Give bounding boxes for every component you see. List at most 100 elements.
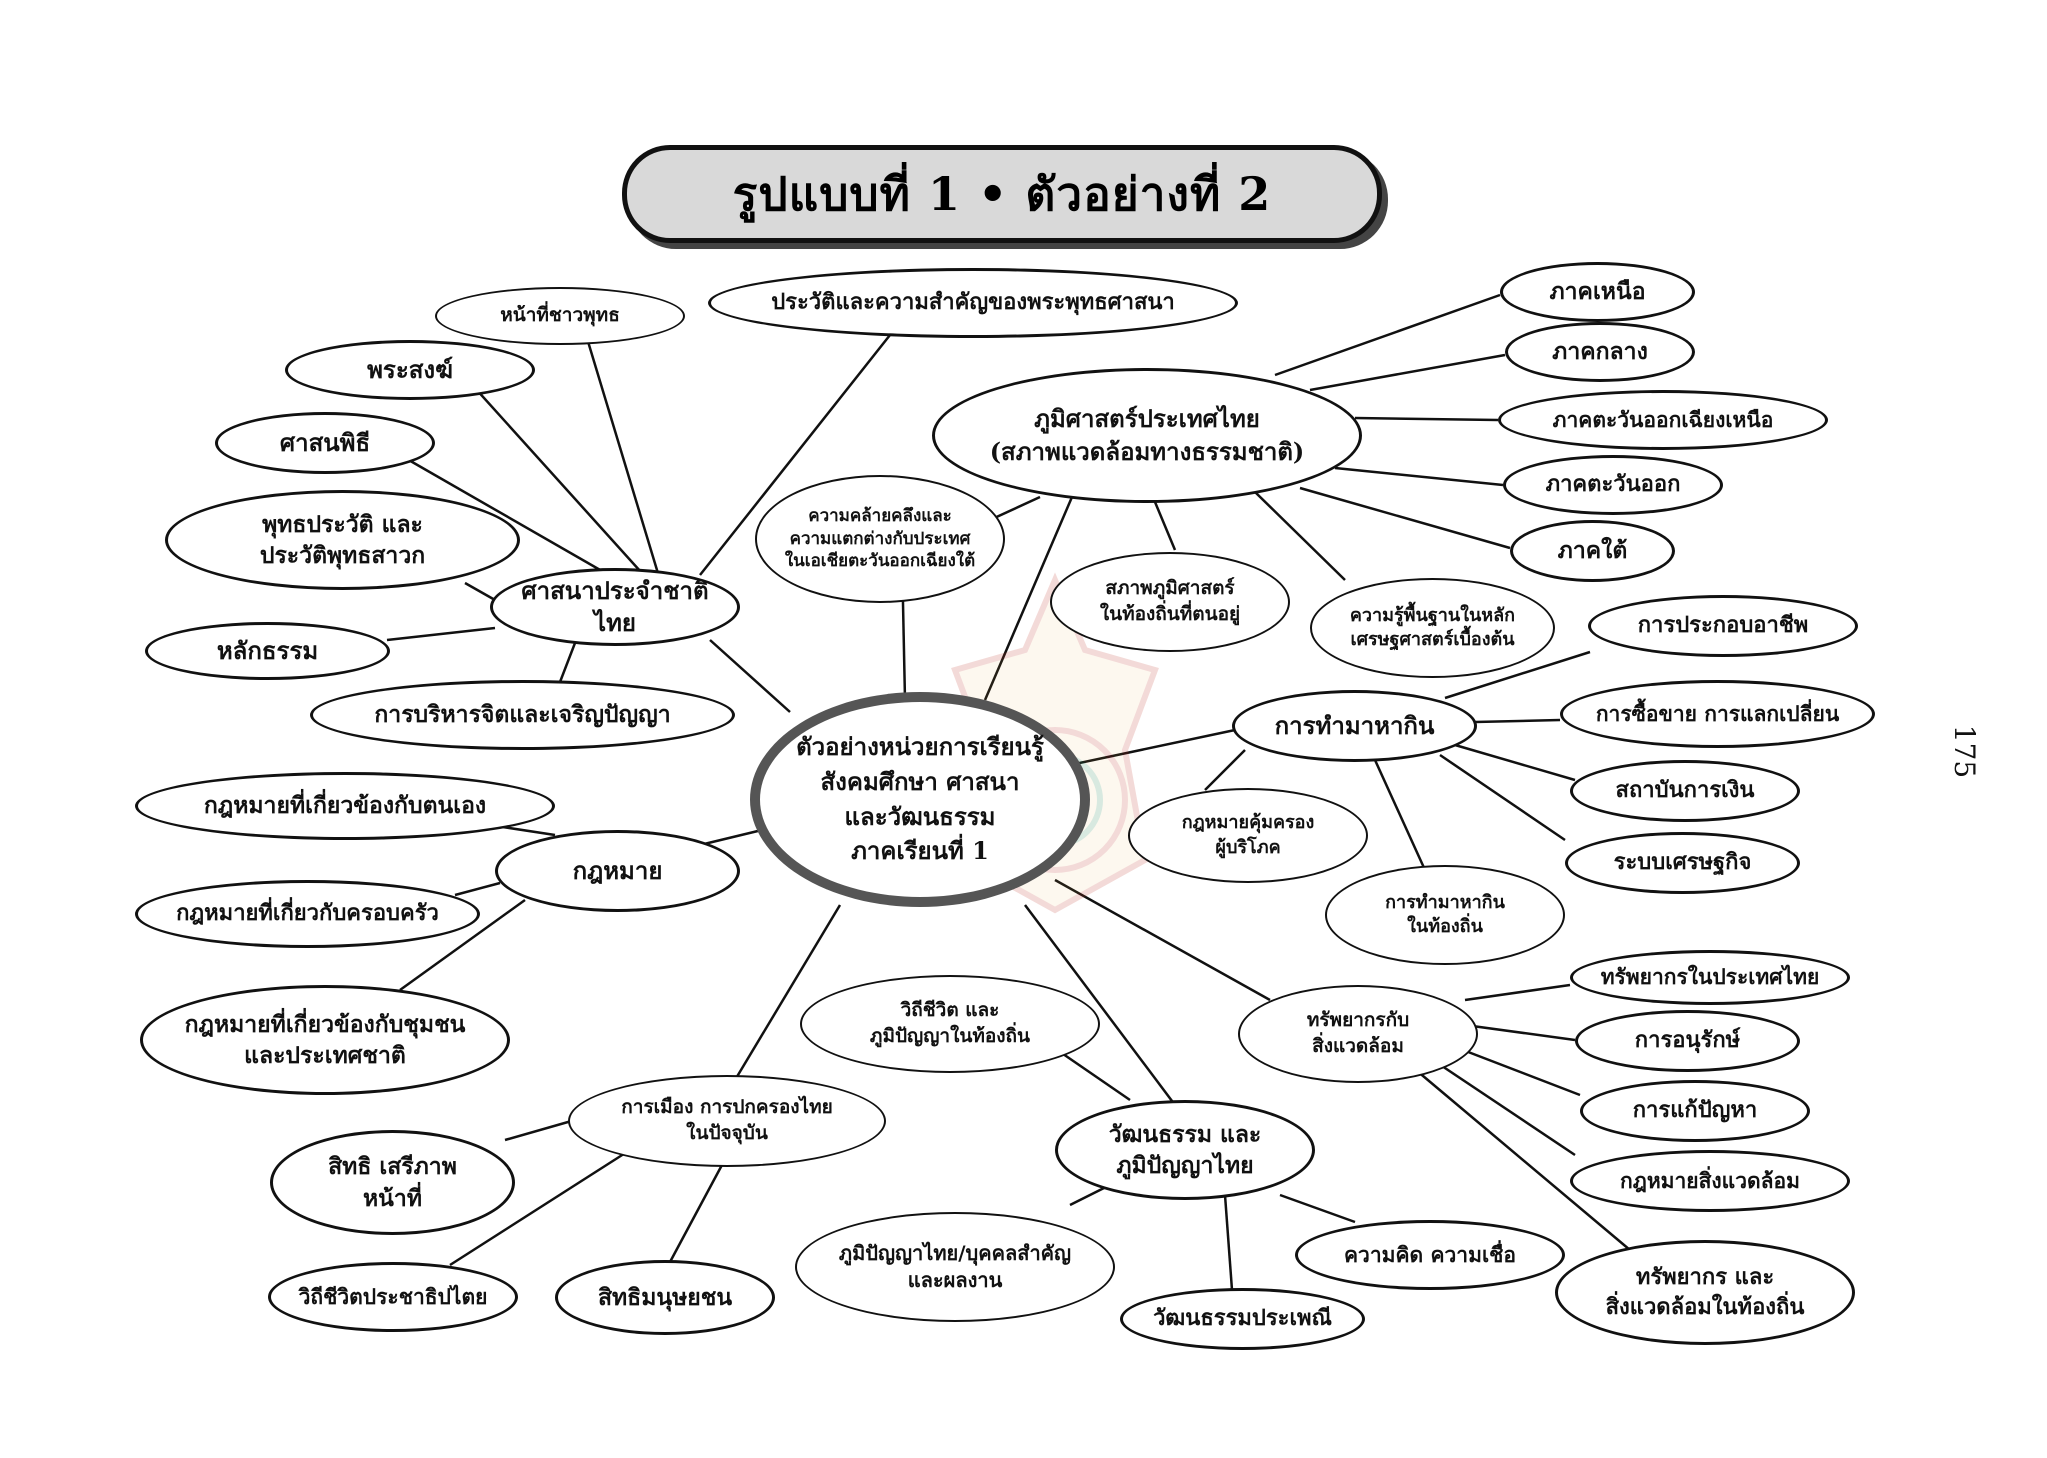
- branch-religion-label: ศาสนาประจำชาติไทย: [521, 575, 709, 637]
- node-financial-institutions-label: สถาบันการเงิน: [1615, 777, 1755, 804]
- diagram-title: รูปแบบที่ 1 • ตัวอย่างที่ 2: [622, 145, 1382, 243]
- node-buddha-biography-line-2: ประวัติพุทธสาวก: [259, 542, 426, 569]
- node-family-law-label: กฎหมายที่เกี่ยวกับครอบครัว: [176, 900, 439, 927]
- node-east-label: ภาคตะวันออก: [1545, 471, 1681, 498]
- node-northeast: ภาคตะวันออกเฉียงเหนือ: [1498, 390, 1828, 450]
- node-democratic-life: วิถีชีวิตประชาธิปไตย: [268, 1262, 518, 1332]
- center-line-3: และวัฒนธรรม: [844, 801, 996, 831]
- node-monks: พระสงฆ์: [285, 340, 535, 400]
- branch-geography-line-2: (สภาพแวดล้อมทางธรรมชาติ): [989, 436, 1305, 466]
- node-sea-comparison-line-2: ความแตกต่างกับประเทศ: [789, 528, 971, 549]
- node-occupation-label: การประกอบอาชีพ: [1637, 612, 1809, 639]
- node-north: ภาคเหนือ: [1500, 262, 1695, 322]
- node-economic-system: ระบบเศรษฐกิจ: [1565, 832, 1800, 894]
- node-occupation: การประกอบอาชีพ: [1588, 595, 1858, 657]
- branch-culture-line-1: วัฒนธรรม และ: [1108, 1120, 1262, 1148]
- node-beliefs-label: ความคิด ความเชื่อ: [1344, 1241, 1516, 1267]
- node-buddha-biography: พุทธประวัติ และ ประวัติพุทธสาวก: [165, 490, 520, 590]
- center-line-2: สังคมศึกษา ศาสนา: [820, 766, 1020, 796]
- center-line-4: ภาคเรียนที่ 1: [851, 836, 989, 866]
- node-economic-system-label: ระบบเศรษฐกิจ: [1613, 849, 1752, 876]
- node-problem-solving: การแก้ปัญหา: [1580, 1080, 1810, 1142]
- node-local-livelihood-line-2: ในท้องถิ่น: [1407, 916, 1483, 937]
- branch-livelihood-label: การทำมาหากิน: [1274, 710, 1435, 740]
- node-consumer-law: กฎหมายคุ้มครอง ผู้บริโภค: [1128, 788, 1368, 883]
- node-dhamma: หลักธรรม: [145, 622, 390, 680]
- node-local-livelihood: การทำมาหากิน ในท้องถิ่น: [1325, 865, 1565, 965]
- node-monks-label: พระสงฆ์: [367, 354, 453, 384]
- node-personal-law-label: กฎหมายที่เกี่ยวข้องกับตนเอง: [203, 792, 487, 820]
- node-human-rights-label: สิทธิมนุษยชน: [597, 1283, 733, 1311]
- branch-culture-line-2: ภูมิปัญญาไทย: [1116, 1152, 1254, 1179]
- node-traditions: วัฒนธรรมประเพณี: [1120, 1288, 1365, 1350]
- node-community-law-line-2: และประเทศชาติ: [244, 1042, 406, 1069]
- branch-geography-line-1: ภูมิศาสตร์ประเทศไทย: [1034, 404, 1260, 434]
- branch-geography: ภูมิศาสตร์ประเทศไทย (สภาพแวดล้อมทางธรรมช…: [932, 368, 1362, 503]
- node-buddhist-duties: หน้าที่ชาวพุทธ: [435, 287, 685, 345]
- node-south: ภาคใต้: [1510, 520, 1675, 582]
- node-local-wisdom-line-2: ภูมิปัญญาในท้องถิ่น: [869, 1025, 1031, 1047]
- title-text: รูปแบบที่ 1 • ตัวอย่างที่ 2: [732, 166, 1272, 221]
- node-environment-law: กฎหมายสิ่งแวดล้อม: [1570, 1150, 1850, 1212]
- node-local-geography-line-1: สภาพภูมิศาสตร์: [1105, 577, 1235, 600]
- node-central: ภาคกลาง: [1505, 322, 1695, 382]
- node-democratic-life-label: วิถีชีวิตประชาธิปไตย: [298, 1283, 488, 1309]
- node-meditation: การบริหารจิตและเจริญปัญญา: [310, 680, 735, 750]
- center-line-1: ตัวอย่างหน่วยการเรียนรู้: [796, 731, 1044, 761]
- node-sea-comparison-line-1: ความคล้ายคลึงและ: [808, 505, 952, 526]
- node-thai-wisdom-persons: ภูมิปัญญาไทย/บุคคลสำคัญ และผลงาน: [795, 1212, 1115, 1322]
- node-family-law: กฎหมายที่เกี่ยวกับครอบครัว: [135, 880, 480, 948]
- branch-resources: ทรัพยากรกับ สิ่งแวดล้อม: [1238, 985, 1478, 1083]
- node-meditation-label: การบริหารจิตและเจริญปัญญา: [374, 701, 671, 729]
- node-basic-economics: ความรู้พื้นฐานในหลัก เศรษฐศาสตร์เบื้องต้…: [1310, 578, 1555, 678]
- node-buddhism-history-label: ประวัติและความสำคัญของพระพุทธศาสนา: [771, 289, 1175, 316]
- node-trade-label: การซื้อขาย การแลกเปลี่ยน: [1595, 700, 1840, 726]
- node-beliefs: ความคิด ความเชื่อ: [1295, 1220, 1565, 1290]
- node-financial-institutions: สถาบันการเงิน: [1570, 760, 1800, 822]
- branch-livelihood: การทำมาหากิน: [1232, 690, 1477, 762]
- node-dhamma-label: หลักธรรม: [216, 635, 319, 665]
- node-local-geography: สภาพภูมิศาสตร์ ในท้องถิ่นที่ตนอยู่: [1050, 552, 1290, 652]
- node-rituals: ศาสนพิธี: [215, 412, 435, 474]
- node-human-rights: สิทธิมนุษยชน: [555, 1260, 775, 1335]
- node-south-label: ภาคใต้: [1557, 537, 1628, 565]
- page-number: 175: [1948, 724, 1982, 779]
- node-basic-economics-line-1: ความรู้พื้นฐานในหลัก: [1349, 604, 1516, 626]
- node-rituals-label: ศาสนพิธี: [279, 427, 371, 457]
- node-local-wisdom-line-1: วิถีชีวิต และ: [900, 999, 1000, 1022]
- node-rights-duties: สิทธิ เสรีภาพ หน้าที่: [270, 1130, 515, 1235]
- node-community-law-line-1: กฎหมายที่เกี่ยวข้องกับชุมชน: [184, 1010, 466, 1038]
- node-trade: การซื้อขาย การแลกเปลี่ยน: [1560, 680, 1875, 748]
- branch-resources-line-2: สิ่งแวดล้อม: [1312, 1035, 1404, 1057]
- node-consumer-law-line-1: กฎหมายคุ้มครอง: [1181, 812, 1315, 834]
- node-problem-solving-label: การแก้ปัญหา: [1632, 1097, 1758, 1124]
- node-buddhism-history: ประวัติและความสำคัญของพระพุทธศาสนา: [708, 268, 1238, 338]
- node-thai-resources-label: ทรัพยากรในประเทศไทย: [1600, 964, 1820, 990]
- node-consumer-law-line-2: ผู้บริโภค: [1215, 836, 1281, 858]
- node-thai-wisdom-persons-line-1: ภูมิปัญญาไทย/บุคคลสำคัญ: [838, 1241, 1072, 1265]
- node-sea-comparison: ความคล้ายคลึงและ ความแตกต่างกับประเทศ ใน…: [755, 475, 1005, 603]
- node-personal-law: กฎหมายที่เกี่ยวข้องกับตนเอง: [135, 772, 555, 840]
- branch-culture: วัฒนธรรม และ ภูมิปัญญาไทย: [1055, 1100, 1315, 1200]
- node-community-law: กฎหมายที่เกี่ยวข้องกับชุมชน และประเทศชาต…: [140, 985, 510, 1095]
- node-conservation: การอนุรักษ์: [1575, 1010, 1800, 1072]
- node-basic-economics-line-2: เศรษฐศาสตร์เบื้องต้น: [1350, 629, 1515, 650]
- node-thai-wisdom-persons-line-2: และผลงาน: [907, 1268, 1003, 1292]
- node-northeast-label: ภาคตะวันออกเฉียงเหนือ: [1552, 406, 1774, 432]
- node-north-label: ภาคเหนือ: [1549, 278, 1646, 306]
- branch-religion: ศาสนาประจำชาติไทย: [490, 568, 740, 646]
- branch-politics: การเมือง การปกครองไทย ในปัจจุบัน: [568, 1075, 886, 1167]
- node-environment-law-label: กฎหมายสิ่งแวดล้อม: [1620, 1167, 1800, 1193]
- node-thai-resources: ทรัพยากรในประเทศไทย: [1570, 950, 1850, 1005]
- node-buddha-biography-line-1: พุทธประวัติ และ: [262, 510, 423, 538]
- node-central-label: ภาคกลาง: [1552, 338, 1648, 366]
- branch-politics-line-2: ในปัจจุบัน: [686, 1122, 768, 1144]
- node-local-wisdom: วิถีชีวิต และ ภูมิปัญญาในท้องถิ่น: [800, 975, 1100, 1073]
- node-local-environment-line-2: สิ่งแวดล้อมในท้องถิ่น: [1605, 1293, 1805, 1320]
- node-sea-comparison-line-3: ในเอเชียตะวันออกเฉียงใต้: [784, 551, 976, 572]
- node-buddhist-duties-label: หน้าที่ชาวพุทธ: [500, 304, 620, 327]
- node-rights-duties-line-1: สิทธิ เสรีภาพ: [328, 1153, 457, 1181]
- node-local-environment-line-1: ทรัพยากร และ: [1635, 1263, 1775, 1290]
- node-local-livelihood-line-1: การทำมาหากิน: [1385, 891, 1505, 913]
- node-rights-duties-line-2: หน้าที่: [363, 1184, 422, 1212]
